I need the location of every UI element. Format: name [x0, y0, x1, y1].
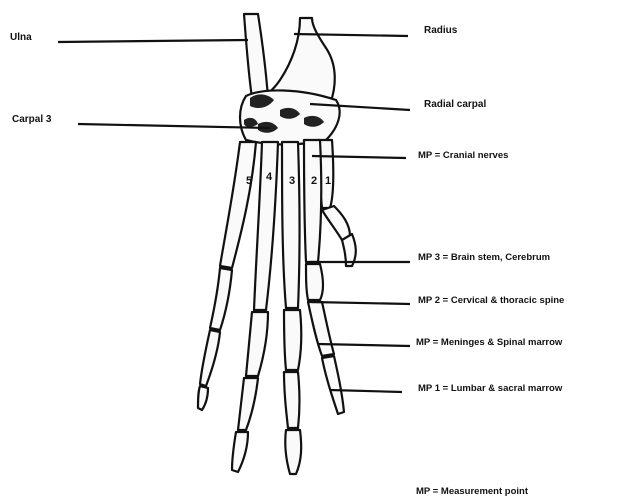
label-mp-meninges: MP = Meninges & Spinal marrow: [416, 337, 563, 348]
digit-number-4: 4: [266, 171, 273, 183]
mp2-leader: [312, 302, 410, 304]
digit-1-bones: [318, 140, 356, 266]
label-mp3: MP 3 = Brain stem, Cerebrum: [418, 252, 550, 263]
label-ulna: Ulna: [10, 32, 32, 43]
ulna-bone: [244, 14, 268, 98]
ulna-leader: [58, 40, 248, 42]
digit-number-3: 3: [289, 175, 295, 187]
digit-number-2: 2: [311, 175, 317, 187]
label-carpal-3: Carpal 3: [12, 114, 52, 125]
label-mp2: MP 2 = Cervical & thoracic spine: [418, 295, 564, 306]
label-mp-cranial: MP = Cranial nerves: [418, 150, 508, 161]
digit-number-5: 5: [246, 175, 252, 187]
legend-measurement-point: MP = Measurement point: [416, 486, 529, 497]
digit-3-bones: [282, 142, 301, 474]
label-radius: Radius: [424, 25, 458, 36]
digit-number-1: 1: [325, 175, 331, 187]
label-radial-carpal: Radial carpal: [424, 99, 486, 110]
label-mp1: MP 1 = Lumbar & sacral marrow: [418, 383, 563, 394]
carpal-block: [240, 90, 340, 144]
